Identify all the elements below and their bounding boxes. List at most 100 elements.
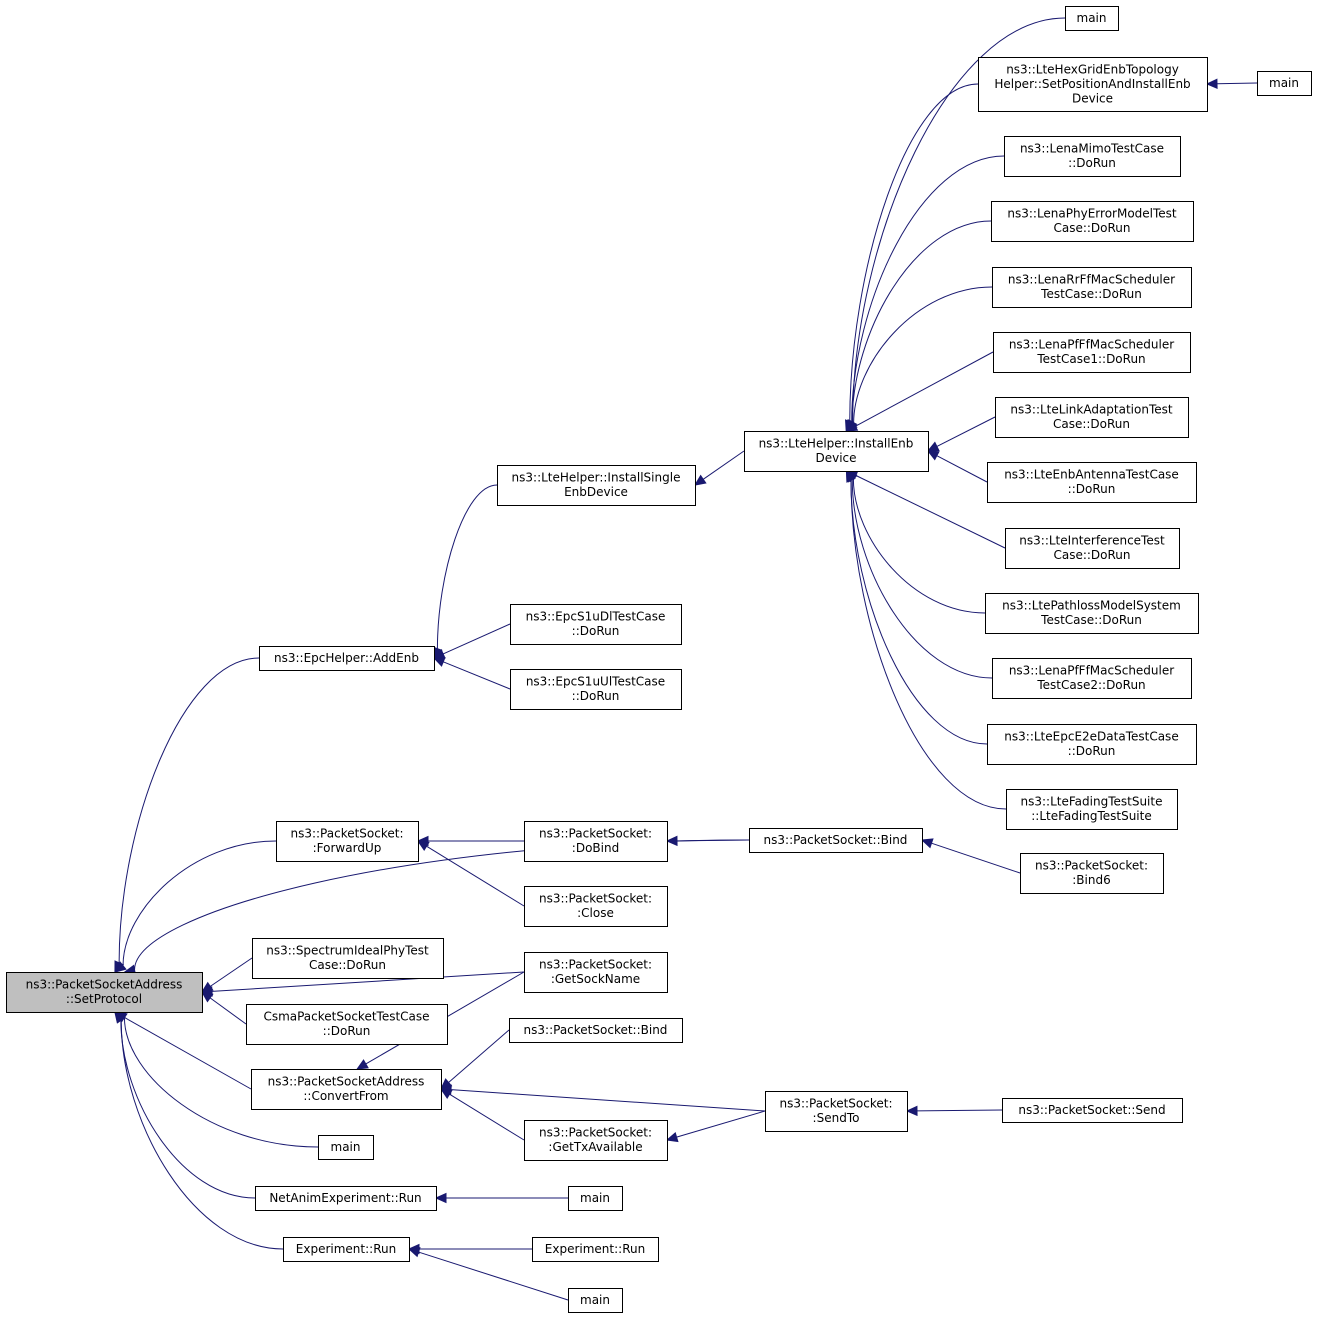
- node-main4[interactable]: main: [568, 1186, 623, 1211]
- node-label-lteInterf-line-1: ns3::LteInterferenceTest: [1019, 534, 1165, 548]
- node-box-installSingle: [497, 465, 696, 506]
- edge-arrow-main4-to-netAnimRun: [434, 1192, 447, 1204]
- node-label-forwardUp-line-2: :ForwardUp: [313, 841, 382, 855]
- node-sendTo[interactable]: ns3::PacketSocket::SendTo: [765, 1091, 908, 1132]
- edge-main5-to-expRunA: [418, 1251, 569, 1301]
- edge-bindB-to-convertFrom: [448, 1029, 510, 1083]
- node-netAnimRun[interactable]: NetAnimExperiment::Run: [255, 1186, 437, 1211]
- node-lteFading[interactable]: ns3::LteFadingTestSuite::LteFadingTestSu…: [1006, 789, 1178, 830]
- node-label-lenaRrFf-line-1: ns3::LenaRrFfMacScheduler: [1008, 273, 1175, 287]
- node-csmaPkt[interactable]: CsmaPacketSocketTestCase::DoRun: [246, 1004, 448, 1045]
- edge-arrow-spectrumIdeal-to-root: [200, 981, 214, 993]
- edge-arrow-sendTo-to-getTxAvail: [665, 1131, 679, 1143]
- node-label-lenaPhyErr-line-2: Case::DoRun: [1053, 221, 1130, 235]
- node-lenaPf2[interactable]: ns3::LenaPfFfMacSchedulerTestCase2::DoRu…: [992, 658, 1192, 699]
- node-box-lteEnbAnt: [987, 462, 1197, 503]
- edge-arrow-forwardUp-to-root: [114, 961, 127, 973]
- node-label-ltePathloss-line-1: ns3::LtePathlossModelSystem: [1002, 599, 1181, 613]
- node-lenaPf1[interactable]: ns3::LenaPfFfMacSchedulerTestCase1::DoRu…: [993, 332, 1191, 373]
- node-bind6[interactable]: ns3::PacketSocket::Bind6: [1020, 853, 1164, 894]
- node-box-lenaPf2: [992, 658, 1192, 699]
- node-label-bindB-line-1: ns3::PacketSocket::Bind: [524, 1023, 668, 1037]
- node-box-main4: [568, 1186, 623, 1211]
- node-root[interactable]: ns3::PacketSocketAddress::SetProtocol: [6, 972, 203, 1013]
- node-epcS1uDl[interactable]: ns3::EpcS1uDlTestCase::DoRun: [510, 604, 682, 645]
- node-box-epcS1uDl: [510, 604, 682, 645]
- node-label-getSockName-line-2: :GetSockName: [551, 972, 640, 986]
- node-send[interactable]: ns3::PacketSocket::Send: [1002, 1098, 1183, 1123]
- edge-sendTo-to-convertFrom: [450, 1089, 766, 1112]
- edge-spectrumIdeal-to-root: [209, 957, 253, 987]
- node-box-installEnb: [744, 431, 929, 472]
- node-epcS1uUl[interactable]: ns3::EpcS1uUlTestCase::DoRun: [510, 669, 682, 710]
- node-box-send: [1002, 1098, 1183, 1123]
- node-bindB[interactable]: ns3::PacketSocket::Bind: [509, 1018, 683, 1043]
- edge-lteEnbAnt-to-installEnb: [936, 455, 988, 483]
- node-label-root-line-1: ns3::PacketSocketAddress: [26, 978, 183, 992]
- node-label-bindA-line-1: ns3::PacketSocket::Bind: [764, 833, 908, 847]
- node-box-sendTo: [765, 1091, 908, 1132]
- node-label-hexGrid-line-1: ns3::LteHexGridEnbTopology: [1006, 62, 1179, 76]
- node-box-epcAddEnb: [259, 646, 435, 671]
- edge-main2-to-hexGrid: [1216, 82, 1258, 85]
- node-label-getTxAvail-line-2: :GetTxAvailable: [548, 1140, 642, 1154]
- node-main2[interactable]: main: [1257, 71, 1312, 96]
- node-hexGrid[interactable]: ns3::LteHexGridEnbTopologyHelper::SetPos…: [978, 57, 1208, 112]
- edge-arrow-installEnb-to-installSingle: [693, 474, 707, 486]
- node-box-bindB: [509, 1018, 683, 1043]
- node-label-expRunA-line-1: Experiment::Run: [296, 1242, 396, 1256]
- edge-arrow-getTxAvail-to-convertFrom: [439, 1088, 453, 1099]
- node-box-lenaMimo: [1004, 136, 1181, 177]
- node-getTxAvail[interactable]: ns3::PacketSocket::GetTxAvailable: [524, 1120, 668, 1161]
- node-convertFrom[interactable]: ns3::PacketSocketAddress::ConvertFrom: [251, 1069, 442, 1110]
- edges-layer: [113, 17, 1258, 1301]
- node-label-lteEnbAnt-line-2: ::DoRun: [1068, 482, 1116, 496]
- node-box-expRunA: [283, 1237, 410, 1262]
- node-label-netAnimRun-line-1: NetAnimExperiment::Run: [269, 1191, 421, 1205]
- node-box-main3: [318, 1135, 374, 1160]
- node-expRunB[interactable]: Experiment::Run: [532, 1237, 659, 1262]
- edge-bind6-to-bindA: [931, 842, 1021, 874]
- node-close[interactable]: ns3::PacketSocket::Close: [524, 886, 668, 927]
- node-label-lteInterf-line-2: Case::DoRun: [1053, 548, 1130, 562]
- node-label-installEnb-line-1: ns3::LteHelper::InstallEnb: [759, 437, 914, 451]
- node-lenaMimo[interactable]: ns3::LenaMimoTestCase::DoRun: [1004, 136, 1181, 177]
- node-label-lenaPf2-line-2: TestCase2::DoRun: [1036, 678, 1145, 692]
- node-box-expRunB: [532, 1237, 659, 1262]
- edge-installSingle-to-epcAddEnb: [436, 484, 498, 649]
- node-ltePathloss[interactable]: ns3::LtePathlossModelSystemTestCase::DoR…: [985, 593, 1199, 634]
- node-label-spectrumIdeal-line-1: ns3::SpectrumIdealPhyTest: [266, 944, 429, 958]
- node-label-hexGrid-line-3: Device: [1072, 91, 1113, 105]
- edge-send-to-sendTo: [916, 1109, 1003, 1112]
- node-forwardUp[interactable]: ns3::PacketSocket::ForwardUp: [276, 821, 419, 862]
- node-doBind[interactable]: ns3::PacketSocket::DoBind: [524, 821, 668, 862]
- node-main5[interactable]: main: [568, 1288, 623, 1313]
- node-box-ltePathloss: [985, 593, 1199, 634]
- node-main3[interactable]: main: [318, 1135, 374, 1160]
- edge-lteLinkAdapt-to-installEnb: [936, 416, 996, 447]
- node-box-csmaPkt: [246, 1004, 448, 1045]
- node-getSockName[interactable]: ns3::PacketSocket::GetSockName: [524, 952, 668, 993]
- node-label-csmaPkt-line-1: CsmaPacketSocketTestCase: [263, 1010, 429, 1024]
- node-label-close-line-2: :Close: [577, 906, 614, 920]
- node-box-lteInterf: [1005, 528, 1180, 569]
- node-box-netAnimRun: [255, 1186, 437, 1211]
- edge-arrow-main5-to-expRunA: [407, 1247, 421, 1258]
- node-box-lteLinkAdapt: [995, 397, 1189, 438]
- node-main1[interactable]: main: [1065, 6, 1119, 31]
- node-lteEnbAnt[interactable]: ns3::LteEnbAntennaTestCase::DoRun: [987, 462, 1197, 503]
- node-lteEpcE2e[interactable]: ns3::LteEpcE2eDataTestCase::DoRun: [987, 724, 1197, 765]
- node-box-convertFrom: [251, 1069, 442, 1110]
- node-label-close-line-1: ns3::PacketSocket:: [539, 892, 652, 906]
- node-bindA[interactable]: ns3::PacketSocket::Bind: [749, 828, 923, 853]
- node-expRunA[interactable]: Experiment::Run: [283, 1237, 410, 1262]
- node-epcAddEnb[interactable]: ns3::EpcHelper::AddEnb: [259, 646, 435, 671]
